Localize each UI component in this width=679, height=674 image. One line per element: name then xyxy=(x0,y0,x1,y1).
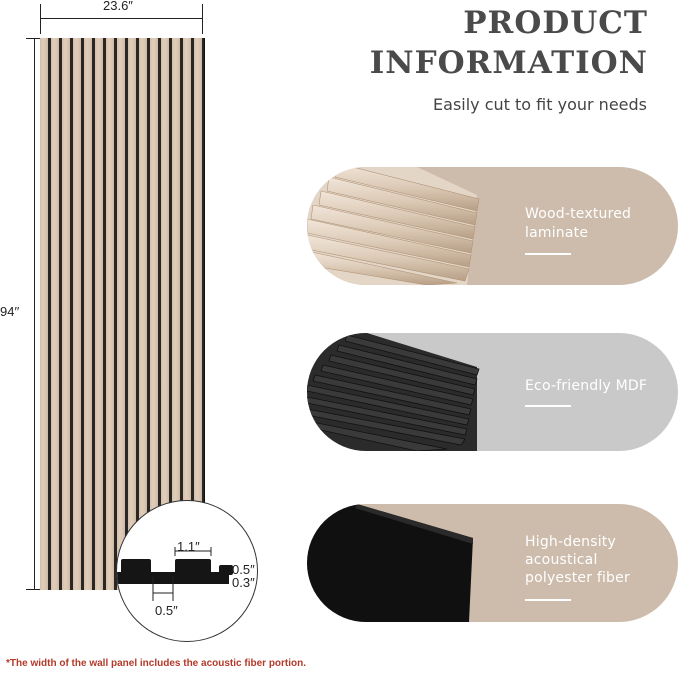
feature-3-rule xyxy=(525,599,571,601)
feature-polyester-fiber: High-density acoustical polyester fiber xyxy=(307,504,678,622)
title-product: PRODUCT xyxy=(463,5,648,41)
feature-2-label: Eco-friendly MDF xyxy=(525,378,648,394)
height-label: 94′′ xyxy=(0,302,20,321)
feature-1-label-line2: laminate xyxy=(525,225,589,241)
gap-width-label: 0.5″ xyxy=(155,603,178,618)
base-thickness-label: 0.3″ xyxy=(232,575,255,590)
wall-panel-image xyxy=(40,38,204,590)
cross-section-diagram xyxy=(117,547,233,601)
cross-section-zoom xyxy=(116,500,258,642)
feature-1-label-line1: Wood-textured xyxy=(525,206,632,222)
feature-3-label-line2: acoustical xyxy=(525,552,598,568)
wood-slats-icon xyxy=(307,167,480,285)
feature-3-label-line3: polyester fiber xyxy=(525,570,630,586)
feature-3-label-line1: High-density xyxy=(525,534,616,550)
slat-width-label: 1.1″ xyxy=(177,539,200,554)
slat-depth-label: 0.5″ xyxy=(232,562,255,577)
feature-2-rule xyxy=(525,405,571,407)
black-slats-icon xyxy=(307,333,480,451)
feature-1-rule xyxy=(525,253,571,255)
width-label: 23.6″ xyxy=(103,0,133,13)
footnote: *The width of the wall panel includes th… xyxy=(6,658,307,669)
feature-mdf: Eco-friendly MDF xyxy=(307,333,678,451)
title-information: INFORMATION xyxy=(369,45,648,81)
subtitle: Easily cut to fit your needs xyxy=(433,95,647,114)
felt-block-icon xyxy=(307,504,473,622)
feature-wood-laminate: Wood-textured laminate xyxy=(307,167,678,285)
